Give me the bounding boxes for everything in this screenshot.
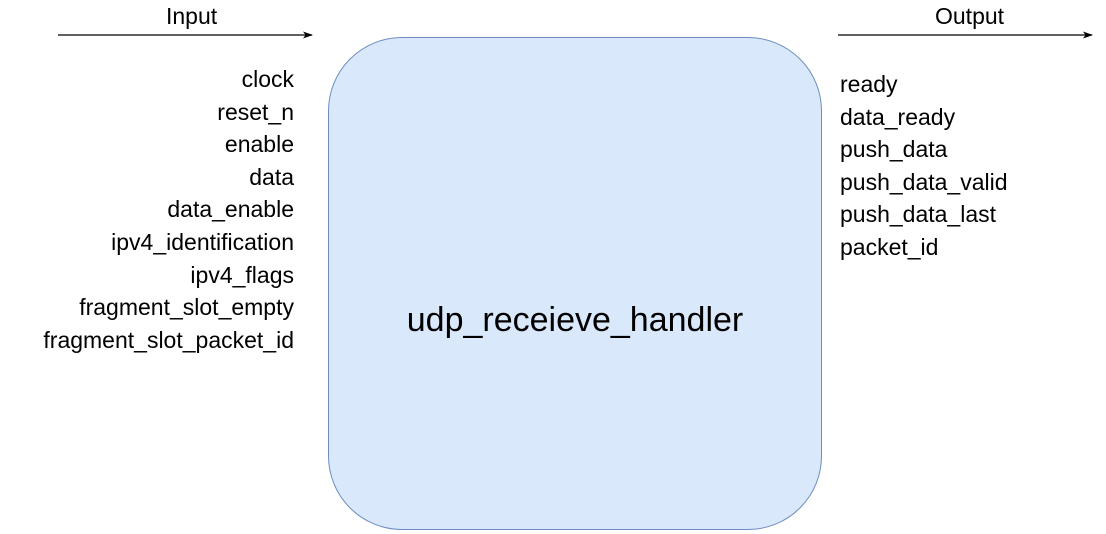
output-signal: packet_id [840, 233, 939, 260]
input-signal: ipv4_identification [111, 228, 294, 255]
input-signal: reset_n [217, 98, 294, 125]
input-signal: fragment_slot_empty [79, 294, 294, 321]
output-signal: ready [840, 71, 898, 97]
output-signal: push_data_valid [840, 168, 1008, 195]
output-signal-list: ready data_ready push_data push_data_val… [840, 68, 1008, 264]
input-signal: data [249, 163, 294, 190]
module-block: udp_receieve_handler [328, 37, 822, 530]
input-signal-list: clock reset_n enable data data_enable ip… [43, 63, 294, 356]
output-signal: data_ready [840, 103, 956, 130]
output-signal: push_data [840, 136, 948, 163]
input-signal: clock [241, 66, 294, 92]
input-signal: ipv4_flags [190, 261, 294, 288]
input-signal: data_enable [167, 196, 294, 223]
input-heading: Input [166, 3, 218, 29]
input-signal: fragment_slot_packet_id [43, 326, 294, 353]
input-signal: enable [224, 131, 294, 158]
output-heading: Output [935, 3, 1005, 29]
output-signal: push_data_last [840, 201, 997, 228]
module-name: udp_receieve_handler [406, 301, 744, 339]
